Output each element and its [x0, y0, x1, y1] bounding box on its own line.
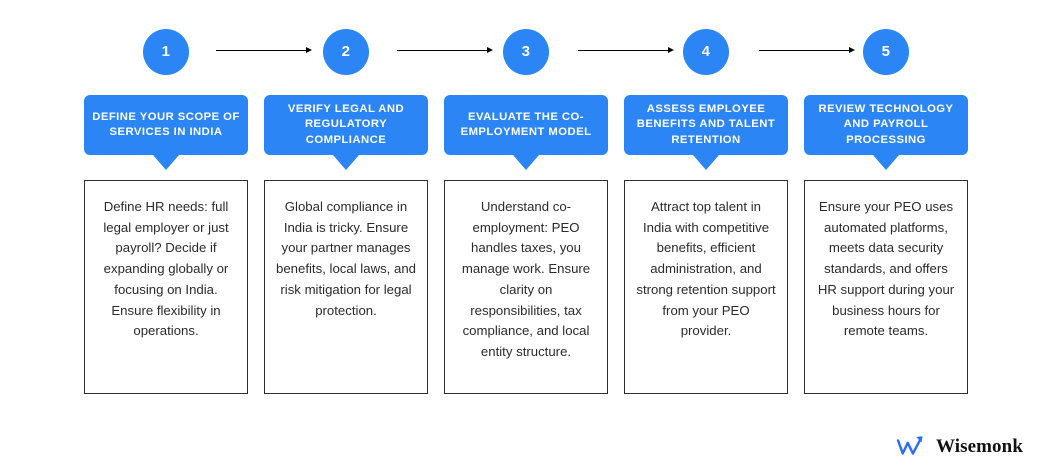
- step-circle-2: 2: [323, 28, 369, 75]
- bubble-tail-icon: [153, 155, 179, 170]
- step-description-cell-3: Understand co-employment: PEO handles ta…: [444, 180, 608, 394]
- bubble-tail-icon: [873, 155, 899, 170]
- step-circle-5: 5: [863, 28, 909, 75]
- bubble-tail-icon: [333, 155, 359, 170]
- step-number-cell: 4: [624, 28, 788, 75]
- bubble-tail-icon: [513, 155, 539, 170]
- step-title-5: REVIEW TECHNOLOGY AND PAYROLL PROCESSING: [804, 95, 968, 155]
- step-description-1: Define HR needs: full legal employer or …: [84, 180, 248, 394]
- step-number-cell: 5: [804, 28, 968, 75]
- step-title-cell-2: VERIFY LEGAL AND REGULATORY COMPLIANCE: [264, 95, 428, 170]
- step-circle-3: 3: [503, 28, 549, 75]
- step-number-cell: 3: [444, 28, 608, 75]
- wisemonk-arrow-mark-icon: [896, 436, 923, 455]
- step-description-2: Global compliance in India is tricky. En…: [264, 180, 428, 394]
- step-title-1: DEFINE YOUR SCOPE OF SERVICES IN INDIA: [84, 95, 248, 155]
- step-description-cell-1: Define HR needs: full legal employer or …: [84, 180, 248, 394]
- step-description-4: Attract top talent in India with competi…: [624, 180, 788, 394]
- step-title-2: VERIFY LEGAL AND REGULATORY COMPLIANCE: [264, 95, 428, 155]
- step-title-cell-5: REVIEW TECHNOLOGY AND PAYROLL PROCESSING: [804, 95, 968, 170]
- step-circle-4: 4: [683, 28, 729, 75]
- step-description-cell-2: Global compliance in India is tricky. En…: [264, 180, 428, 394]
- step-description-cell-5: Ensure your PEO uses automated platforms…: [804, 180, 968, 394]
- step-title-3: EVALUATE THE CO-EMPLOYMENT MODEL: [444, 95, 608, 155]
- step-numbers-row: 1 2 3 4 5: [84, 28, 968, 75]
- step-description-3: Understand co-employment: PEO handles ta…: [444, 180, 608, 394]
- step-descriptions-row: Define HR needs: full legal employer or …: [84, 180, 968, 394]
- step-number-cell: 2: [264, 28, 428, 75]
- step-title-4: ASSESS EMPLOYEE BENEFITS AND TALENT RETE…: [624, 95, 788, 155]
- brand-logo: Wisemonk: [896, 434, 1023, 460]
- step-title-cell-4: ASSESS EMPLOYEE BENEFITS AND TALENT RETE…: [624, 95, 788, 170]
- step-title-cell-3: EVALUATE THE CO-EMPLOYMENT MODEL: [444, 95, 608, 170]
- step-description-5: Ensure your PEO uses automated platforms…: [804, 180, 968, 394]
- brand-logo-text: Wisemonk: [935, 436, 1023, 457]
- step-titles-row: DEFINE YOUR SCOPE OF SERVICES IN INDIA V…: [84, 95, 968, 170]
- step-number-cell: 1: [84, 28, 248, 75]
- step-title-cell-1: DEFINE YOUR SCOPE OF SERVICES IN INDIA: [84, 95, 248, 170]
- bubble-tail-icon: [693, 155, 719, 170]
- step-circle-1: 1: [143, 28, 189, 75]
- step-description-cell-4: Attract top talent in India with competi…: [624, 180, 788, 394]
